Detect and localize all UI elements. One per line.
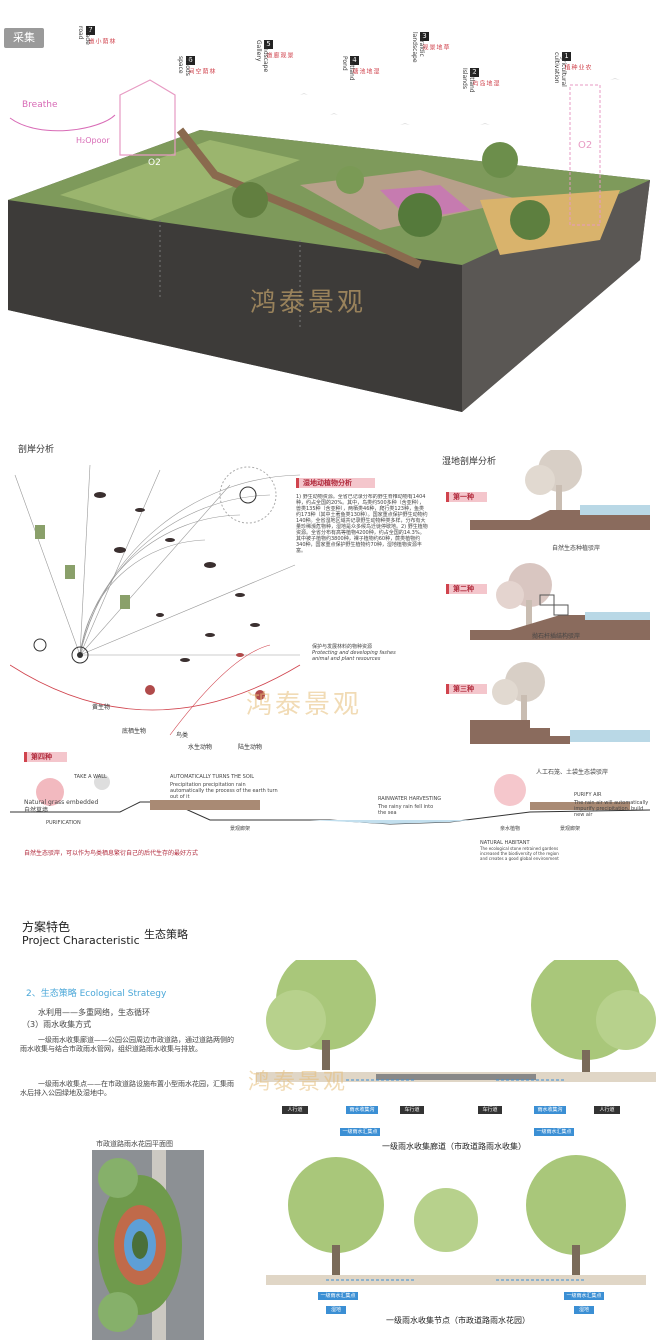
- bank-type-3-caption: 人工石笼、土袋生态袋驳岸: [536, 769, 609, 776]
- diag1-label-1: 人行道: [282, 1106, 308, 1114]
- arc-label-1: 黄生物: [92, 704, 111, 711]
- grass-cn: 自然草墙: [24, 807, 49, 814]
- diag1-bottom-2: 一级雨水汇集点: [534, 1128, 574, 1136]
- marker-2-label: 湿地岛屿: [471, 80, 499, 86]
- bank-type-1-diagram: [470, 450, 650, 530]
- marker-4-en: Wetland Pond: [341, 56, 355, 81]
- diag1-label-2: 雨水收集沟: [346, 1106, 378, 1114]
- strategy-para2: 一级雨水收集点——在市政道路设施布置小型雨水花园，汇集雨水后排入公园绿地及湿地中…: [20, 1080, 234, 1097]
- diag2-caption: 一级雨水收集节点（市政道路雨水花园）: [386, 1316, 530, 1325]
- marker-5: 5 景观廊道 Landscape Gallery: [255, 40, 293, 73]
- purify-title: PURIFY AIR: [574, 792, 602, 798]
- marker-1: 1 农业种植 Agricultural cultivation: [553, 52, 591, 87]
- wetland-section-title: 湿地剖岸分析: [442, 457, 497, 467]
- bank-type-4-label: 第四种: [24, 752, 67, 762]
- strategy-title-cn: 方案特色: [22, 920, 71, 934]
- marker-3-label: 草地景观: [421, 44, 449, 50]
- bridge-2: 景观廊架: [560, 826, 581, 832]
- take-wall: TAKE A WALL: [74, 774, 107, 780]
- marker-7-label: 林荫小道: [87, 38, 115, 44]
- arc-label-4: 水生动物: [188, 744, 213, 751]
- bottom-note: 自然生态驳岸，可以作为鸟类栖息繁衍自己的后代生存的最好方式: [24, 850, 199, 857]
- diag1-label-5: 雨水收集沟: [534, 1106, 566, 1114]
- breathe-label: Breathe: [22, 100, 58, 110]
- bank-type-1-label: 第一种: [446, 492, 487, 502]
- watermark-1: 鸿泰景观: [250, 288, 367, 318]
- bank-type-1-caption: 自然生态种植驳岸: [552, 545, 601, 552]
- marker-6-en: Woods space: [177, 56, 191, 76]
- auto-title: AUTOMATICALLY TURNS THE SOIL: [170, 774, 255, 780]
- watermark-2: 鸿泰景观: [246, 690, 363, 720]
- diag2-sub-1: 湿地: [326, 1306, 346, 1314]
- plant-label: 亲水植物: [500, 826, 521, 832]
- o2-label-left: O2: [148, 158, 161, 168]
- bank-type-3-diagram: [470, 662, 650, 744]
- wetland-analysis-text: 1) 野生动物资源。全省已记录分布的野生脊椎动物有1404种，约占全国的20%。…: [296, 494, 428, 554]
- marker-7: 7 林荫小道 Shade road: [77, 26, 115, 45]
- grass-en: Natural grass embedded: [24, 799, 99, 806]
- aerial-section: 7 林荫小道 Shade road 6 林荫空间 Woods space 5 景…: [0, 0, 658, 420]
- aerial-illustration: [8, 78, 650, 412]
- radial-diagram: [10, 464, 301, 736]
- diag2-sub-2: 湿地: [574, 1306, 594, 1314]
- arc-label-5: 陆生动物: [238, 744, 263, 751]
- arc-label-2: 底栖生物: [122, 728, 147, 735]
- diag1-label-4: 车行道: [478, 1106, 502, 1114]
- diag1-label-6: 人行道: [594, 1106, 620, 1114]
- rain-corridor-diagram: [256, 960, 656, 1082]
- strategy-line1: 水利用——多重网络，生态循环: [38, 1008, 150, 1017]
- strategy-sub: 生态策略: [144, 928, 188, 941]
- strategy-title-en: Project Characteristic: [22, 934, 140, 947]
- diag1-caption: 一级雨水收集廊道（市政道路雨水收集）: [382, 1142, 526, 1151]
- habitat-text: The ecological stone retrained gardens i…: [480, 846, 559, 861]
- marker-3-en: Heraldic landscape: [411, 32, 425, 63]
- strategy-heading: 2、生态策略 Ecological Strategy: [26, 989, 167, 999]
- diag1-label-3: 车行道: [400, 1106, 424, 1114]
- marker-4-label: 湿地池塘: [351, 68, 379, 74]
- marker-5-label: 景观廊道: [265, 52, 293, 58]
- bank-type-2-label: 第二种: [446, 584, 487, 594]
- h2o-label: H₂Opoor: [76, 136, 110, 145]
- marker-3: 3 草地景观 Heraldic landscape: [411, 32, 449, 63]
- marker-2-en: Wetland Islands: [461, 68, 475, 93]
- protect-en: Protecting and developing fashes animal …: [312, 650, 396, 662]
- strategy-para1: 一级雨水收集廊道——公园公园周边市政道路，通过道路两侧的雨水收集与结合市政雨水管…: [20, 1036, 234, 1053]
- marker-5-en: Landscape Gallery: [255, 40, 269, 73]
- diag1-bottom-1: 一级雨水汇集点: [340, 1128, 380, 1136]
- wetland-analysis-title: 湿地动植物分析: [296, 478, 375, 488]
- rain-garden-diagram: [266, 1155, 646, 1285]
- diag2-bottom-2: 一级雨水汇集点: [564, 1292, 604, 1300]
- marker-1-en: Agricultural cultivation: [553, 52, 567, 87]
- marker-1-label: 农业种植: [563, 64, 591, 70]
- marker-6: 6 林荫空间 Woods space: [177, 56, 215, 76]
- collect-tag[interactable]: 采集: [4, 28, 44, 48]
- marker-6-label: 林荫空间: [187, 68, 215, 74]
- purify-text: The rain air will automatically impurify…: [574, 800, 649, 818]
- marker-7-en: Shade road: [77, 26, 91, 45]
- plan-title: 市政道路雨水花园平面图: [96, 1140, 173, 1148]
- watermark-3: 鸿泰景观: [248, 1070, 349, 1095]
- bank-type-3-label: 第三种: [446, 684, 487, 694]
- rain-text: The rainy rain fell into the sea: [378, 804, 434, 816]
- arc-label-3: 鸟类: [176, 732, 189, 739]
- rain-title: RAINWATER HARVESTING: [378, 796, 442, 802]
- bank-type-4-diagram: [10, 774, 650, 825]
- protect-cn: 保护与发展林料的物种资源: [312, 644, 373, 650]
- marker-4: 4 湿地池塘 Wetland Pond: [341, 56, 379, 81]
- bank-type-2-diagram: [470, 563, 650, 640]
- o2-label-right: O2: [578, 140, 593, 151]
- bank-type-2-caption: 抛石杆插结构驳岸: [532, 633, 581, 640]
- bridge-1: 景观廊架: [230, 826, 251, 832]
- purification: PURIFICATION: [46, 820, 81, 826]
- strategy-line2: （3）雨水收集方式: [22, 1020, 92, 1029]
- diag2-bottom-1: 一级雨水汇集点: [318, 1292, 358, 1300]
- rain-garden-plan: [92, 1150, 204, 1340]
- auto-text: Precipitation precipitation rain automat…: [170, 782, 278, 800]
- marker-2: 2 湿地岛屿 Wetland Islands: [461, 68, 499, 93]
- shore-title: 剖岸分析: [18, 445, 55, 455]
- habitat-title: NATURAL HABITANT: [480, 840, 530, 846]
